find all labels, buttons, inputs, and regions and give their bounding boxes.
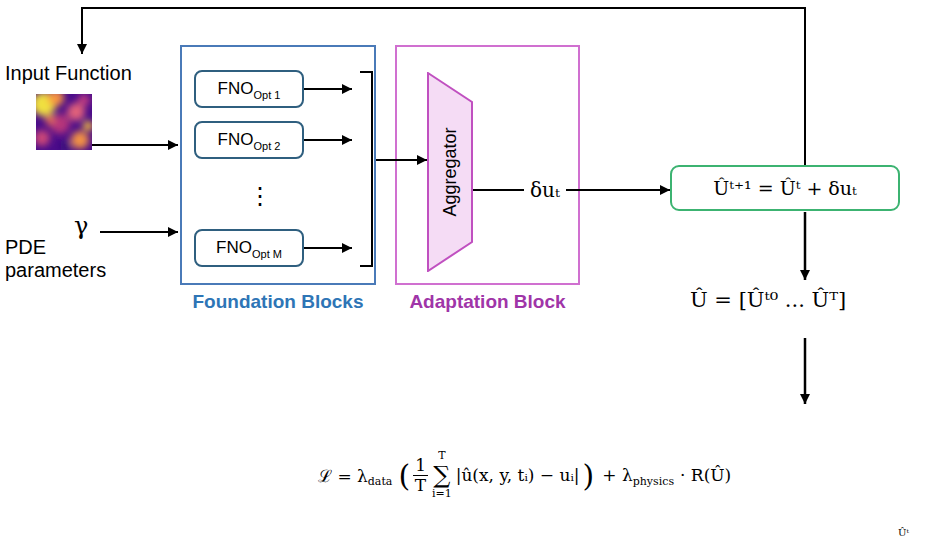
formula-sum: T∑i=1 <box>432 450 452 500</box>
flow-arrow <box>376 159 427 161</box>
sum-sign: ∑ <box>433 462 450 488</box>
update-equation: Ûᵗ⁺¹ = Ûᵗ + δuₜ <box>713 177 856 199</box>
fno-output-arrow <box>304 88 352 90</box>
fno-box: FNOOpt 1 <box>194 70 304 108</box>
fno-subscript: Opt 2 <box>253 140 280 152</box>
fno-subscript: Opt M <box>252 248 282 260</box>
down-arrow <box>804 212 807 280</box>
formula-paren: ( <box>398 458 410 493</box>
fraction-denominator: T <box>415 476 426 495</box>
adaptation-block-group: Adaptation BlockAggregator <box>395 45 580 285</box>
formula-term: |û(x, y, tᵢ) − uᵢ| <box>456 465 580 485</box>
formula-term: · R(Û) <box>680 465 731 485</box>
parameter-label: PDE parameters <box>5 236 120 282</box>
aggregator-trapezoid: Aggregator <box>427 72 473 272</box>
formula-term: + λ <box>602 465 632 485</box>
gamma-symbol: γ <box>74 212 88 240</box>
foundation-block-group: Foundation BlocksFNOOpt 1FNOOpt 2FNOOpt … <box>180 45 376 285</box>
input-label: Input Function <box>5 62 132 85</box>
sum-upper: T <box>438 450 445 462</box>
sum-lower: i=1 <box>432 488 452 500</box>
input-arrow <box>92 144 178 146</box>
down-arrow <box>804 338 807 404</box>
formula-subscript: physics <box>633 475 674 488</box>
aggregator-text: Aggregator <box>440 127 461 216</box>
fno-box: FNOOpt 2 <box>194 121 304 159</box>
block-heading: Adaptation Block <box>377 291 598 313</box>
fraction-numerator: 1 <box>413 456 428 476</box>
fno-output-arrow <box>304 139 352 141</box>
corner-mark: Ûᵗ <box>898 527 909 538</box>
formula-subscript: data <box>368 475 393 488</box>
edge-label: δuₜ <box>524 178 566 202</box>
update-box: Ûᵗ⁺¹ = Ûᵗ + δuₜ <box>670 165 900 211</box>
formula-term: ℒ = λ <box>318 464 368 487</box>
concat-bracket <box>360 72 372 266</box>
fno-name: FNO <box>218 79 254 99</box>
block-heading: Foundation Blocks <box>162 291 394 313</box>
trapezoid-shape <box>428 73 472 271</box>
trajectory-label: Û = [Ûᵗ⁰ ... Ûᵀ] <box>690 288 846 312</box>
parameter-arrow <box>100 231 178 233</box>
flow-arrow <box>473 189 670 191</box>
heatmap-image <box>36 94 92 150</box>
loss-formula: ℒ = λdata(1TT∑i=1|û(x, y, tᵢ) − uᵢ|)+ λp… <box>318 440 731 510</box>
ellipsis-mark: ⋮ <box>248 182 272 210</box>
fno-subscript: Opt 1 <box>253 89 280 101</box>
fno-output-arrow <box>304 247 352 249</box>
fno-name: FNO <box>216 238 252 258</box>
formula-fraction: 1T <box>413 456 428 495</box>
formula-paren: ) <box>583 458 595 493</box>
fno-box: FNOOpt M <box>194 229 304 267</box>
fno-name: FNO <box>218 130 254 150</box>
